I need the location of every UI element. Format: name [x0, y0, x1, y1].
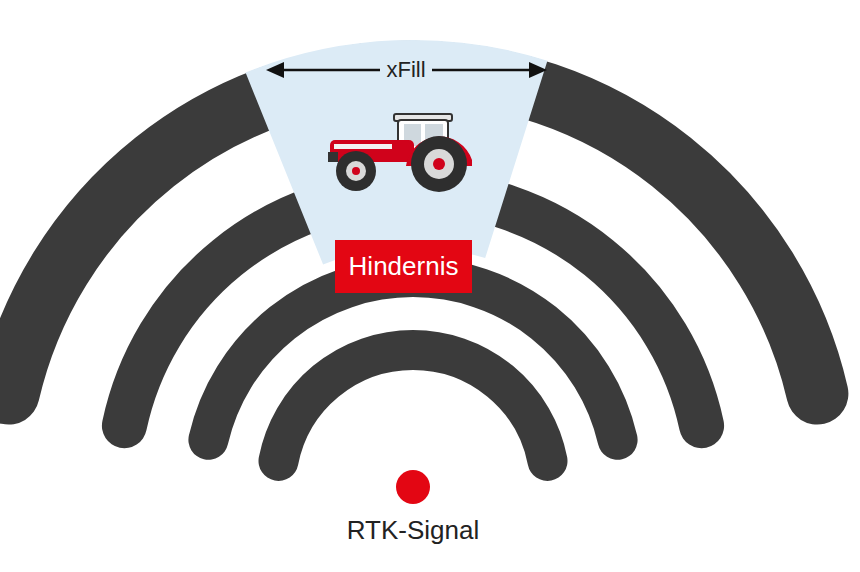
front-hub-center [352, 167, 360, 175]
arrow-head [266, 62, 284, 78]
signal-label: RTK-Signal [341, 515, 485, 546]
shadow-wedge [246, 40, 548, 264]
rear-wheel [411, 136, 467, 192]
hood-stripe [334, 144, 392, 149]
front-hub [346, 161, 366, 181]
grille [328, 152, 338, 162]
front-wheel [336, 151, 376, 191]
tractor-icon [328, 114, 472, 192]
signal-arc [279, 350, 548, 461]
obstacle-box: Hindernis [335, 240, 472, 293]
signal-arc [208, 277, 617, 440]
rear-hub-center [433, 158, 445, 170]
signal-arcs [9, 72, 818, 461]
rtk-dot [396, 470, 430, 504]
arrow-head [529, 62, 547, 78]
rear-hub [424, 149, 454, 179]
fill-width-label: xFill [380, 57, 431, 83]
obstacle-label: Hindernis [349, 251, 459, 282]
